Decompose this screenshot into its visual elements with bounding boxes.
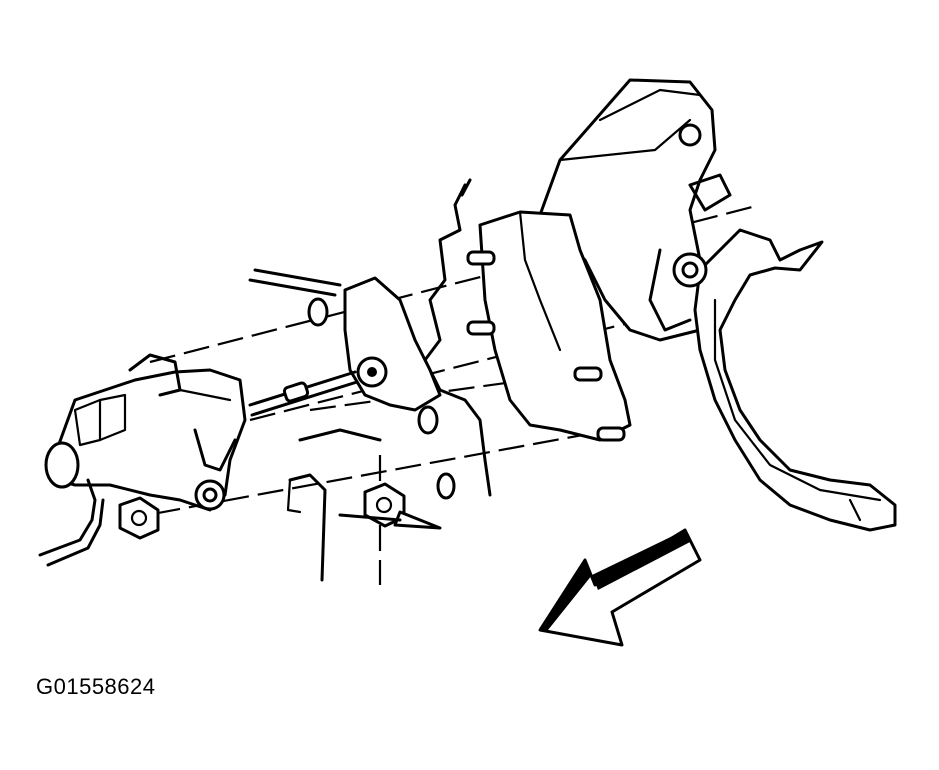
push-rod [248, 370, 359, 417]
master-cylinder [44, 353, 247, 512]
lower-bracket [286, 428, 402, 582]
mounting-plate [466, 210, 632, 442]
mounting-nuts [118, 472, 456, 540]
firewall-edge [423, 178, 492, 497]
nut-center [363, 482, 442, 530]
brake-line [38, 478, 105, 567]
spacer-plate [307, 276, 442, 435]
figure-id-label: G01558624 [36, 674, 156, 699]
upper-link [248, 268, 342, 297]
brake-pedal [648, 228, 897, 532]
mounting-studs [466, 250, 626, 442]
direction-arrow-icon [538, 528, 702, 647]
washer [436, 472, 456, 500]
nut-left [118, 496, 160, 540]
